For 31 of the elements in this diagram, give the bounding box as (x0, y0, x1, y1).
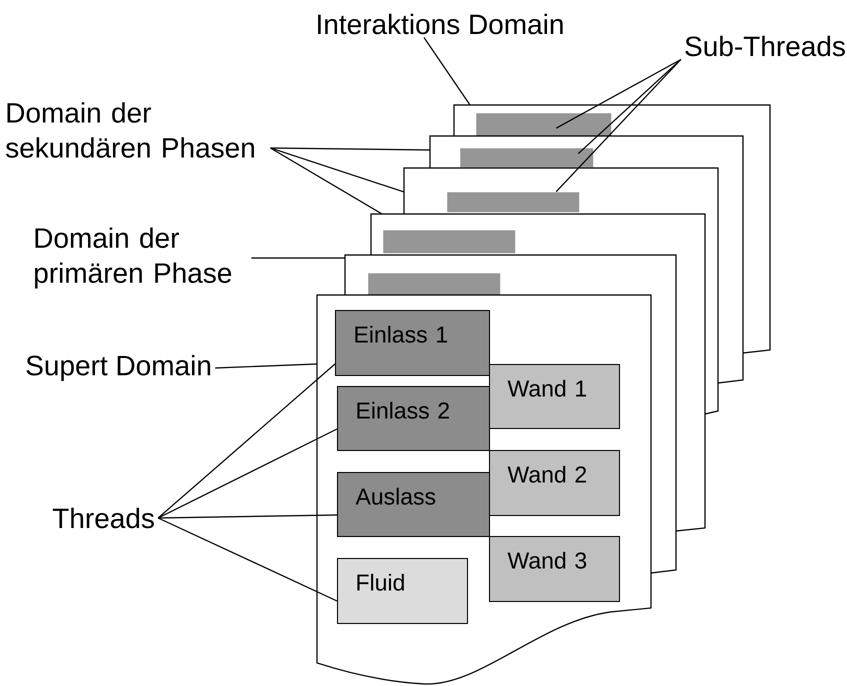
leader-line (270, 147, 404, 193)
bar (476, 113, 612, 136)
callout-label: Domain der sekundären Phasen (6, 102, 254, 158)
leader-line (424, 37, 470, 106)
thread-box: Wand 1 (489, 364, 620, 429)
callout-label: Threads (52, 508, 154, 528)
leader-line (158, 364, 336, 518)
thread-box: Einlass 2 (337, 386, 490, 451)
bar (460, 148, 594, 168)
leader-line (251, 257, 345, 259)
leader-line (270, 147, 382, 215)
leader-line (158, 517, 338, 602)
callout-label: Sub-Threads (685, 36, 845, 56)
callout-label: Supert Domain (26, 354, 210, 382)
bar (368, 273, 500, 296)
thread-box: Fluid (337, 558, 468, 624)
bar (447, 192, 580, 212)
thread-box: Einlass 1 (335, 310, 490, 376)
callout-label: Domain der primären Phase (35, 227, 232, 289)
thread-box: Wand 2 (489, 450, 620, 516)
leader-line (158, 428, 338, 519)
thread-box: Wand 3 (489, 536, 620, 602)
leader-line (556, 59, 682, 192)
leader-line (578, 59, 682, 154)
bar (383, 230, 516, 254)
thread-box: Auslass (337, 472, 490, 537)
leader-line (556, 58, 682, 129)
leader-line (270, 147, 430, 151)
callout-label: Interaktions Domain (318, 14, 563, 34)
leader-line (215, 363, 318, 369)
leader-line (158, 514, 338, 519)
